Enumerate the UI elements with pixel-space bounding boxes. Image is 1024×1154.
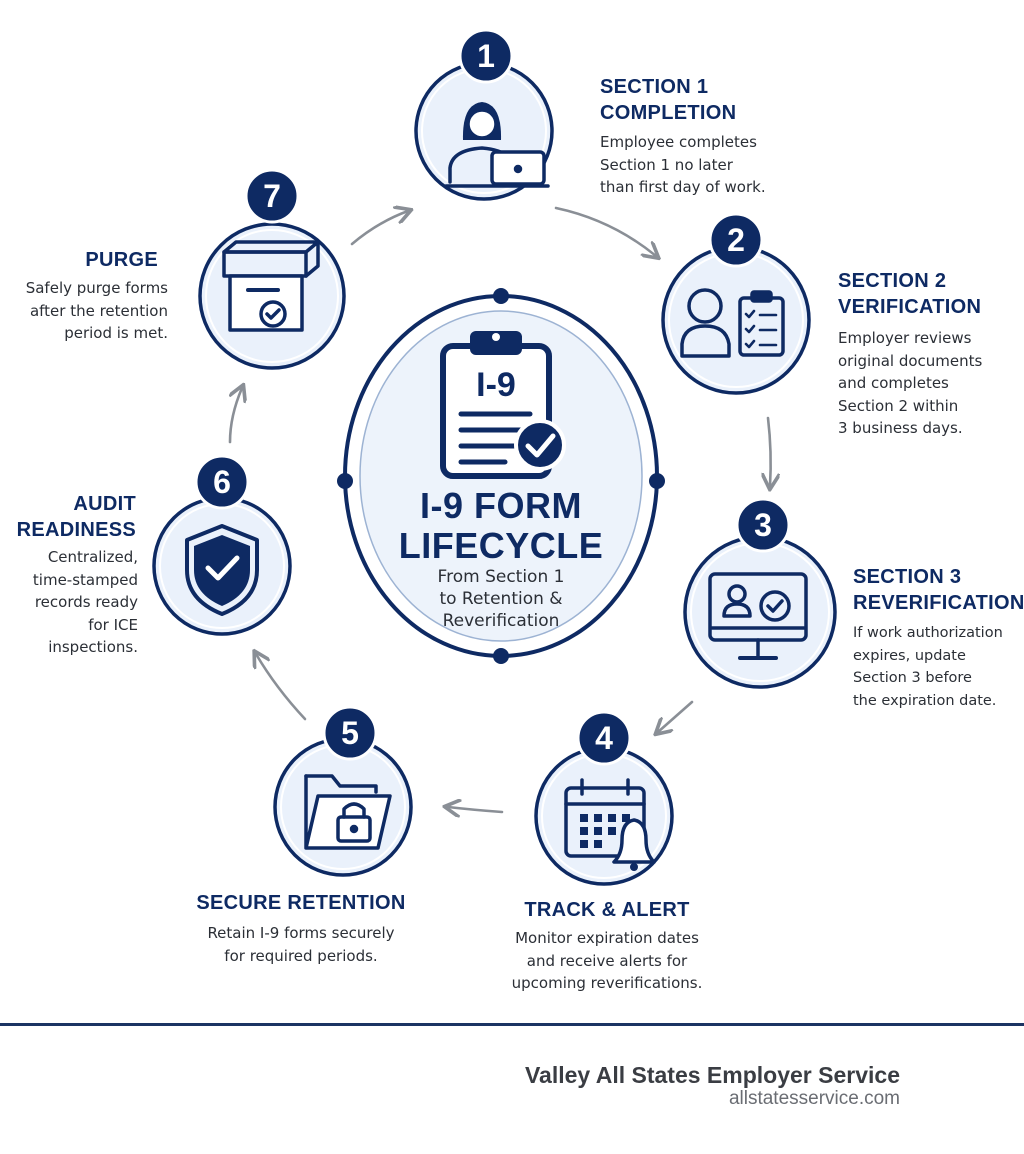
step-1-description: Employee completes Section 1 no later th… bbox=[600, 133, 766, 196]
footer-company-name: Valley All States Employer Service bbox=[524, 1062, 900, 1088]
step-1-number: 1 bbox=[477, 38, 495, 74]
step-1-badge bbox=[458, 28, 514, 84]
step-7-title: PURGE bbox=[85, 249, 158, 271]
archive-box-icon bbox=[222, 240, 320, 332]
step-3-description: If work authorization expires, update Se… bbox=[853, 625, 1003, 709]
step-7-description: Safely purge forms after the retention p… bbox=[25, 279, 168, 342]
step-4-title: TRACK & ALERT bbox=[524, 899, 690, 921]
arrow-4-to-5 bbox=[448, 807, 504, 812]
step-7-circle: 7 bbox=[198, 168, 346, 370]
step-7-number: 7 bbox=[263, 178, 281, 214]
step-4-description: Monitor expiration dates and receive ale… bbox=[511, 929, 703, 992]
step-6-description: Centralized, time-stamped records ready … bbox=[32, 548, 138, 656]
step-2-description: Employer reviews original documents and … bbox=[838, 329, 983, 437]
monitor-check-icon bbox=[708, 572, 808, 660]
arrow-7-to-1 bbox=[350, 211, 408, 246]
step-2-badge bbox=[708, 212, 764, 268]
step-4-badge bbox=[576, 710, 632, 766]
center-subtitle: From Section 1 to Retention & Reverifica… bbox=[437, 567, 565, 631]
step-6-number: 6 bbox=[213, 464, 231, 500]
footer-divider bbox=[0, 1023, 1024, 1026]
folder-lock-icon bbox=[304, 774, 392, 850]
center-title: I-9 FORM LIFECYCLE bbox=[398, 485, 604, 566]
arrow-5-to-6 bbox=[256, 654, 307, 721]
step-7-badge bbox=[244, 168, 300, 224]
calendar-bell-icon bbox=[564, 778, 656, 871]
step-4-number: 4 bbox=[595, 720, 613, 756]
step-3-number: 3 bbox=[754, 507, 772, 543]
flow-arrows bbox=[230, 208, 771, 812]
step-3-badge bbox=[735, 497, 791, 553]
step-2-circle: 2 bbox=[661, 212, 811, 395]
shield-check-icon bbox=[185, 524, 259, 616]
step-2-number: 2 bbox=[727, 222, 745, 258]
arrow-1-to-2 bbox=[554, 206, 656, 256]
step-6-badge bbox=[194, 454, 250, 510]
clipboard-label: I-9 bbox=[476, 366, 516, 404]
step-1-title: SECTION 1 COMPLETION bbox=[600, 76, 737, 124]
clipboard-icon: I-9 bbox=[440, 331, 566, 479]
step-5-title: SECURE RETENTION bbox=[196, 892, 406, 914]
person-checklist-icon bbox=[680, 288, 785, 358]
footer-website: allstatesservice.com bbox=[728, 1088, 900, 1109]
step-5-badge bbox=[322, 705, 378, 761]
step-6-title: AUDIT READINESS bbox=[16, 493, 136, 541]
step-5-number: 5 bbox=[341, 715, 359, 751]
step-5-circle: 5 bbox=[273, 705, 413, 877]
arrow-2-to-3 bbox=[768, 416, 771, 486]
step-5-description: Retain I-9 forms securely for required p… bbox=[207, 924, 395, 965]
arrow-3-to-4 bbox=[658, 700, 694, 732]
step-3-title: SECTION 3 REVERIFICATION bbox=[853, 566, 1024, 614]
employee-laptop-icon bbox=[444, 102, 550, 188]
step-2-title: SECTION 2 VERIFICATION bbox=[838, 270, 982, 318]
arrow-6-to-7 bbox=[230, 388, 242, 444]
center-hub: I-9 bbox=[337, 288, 665, 664]
